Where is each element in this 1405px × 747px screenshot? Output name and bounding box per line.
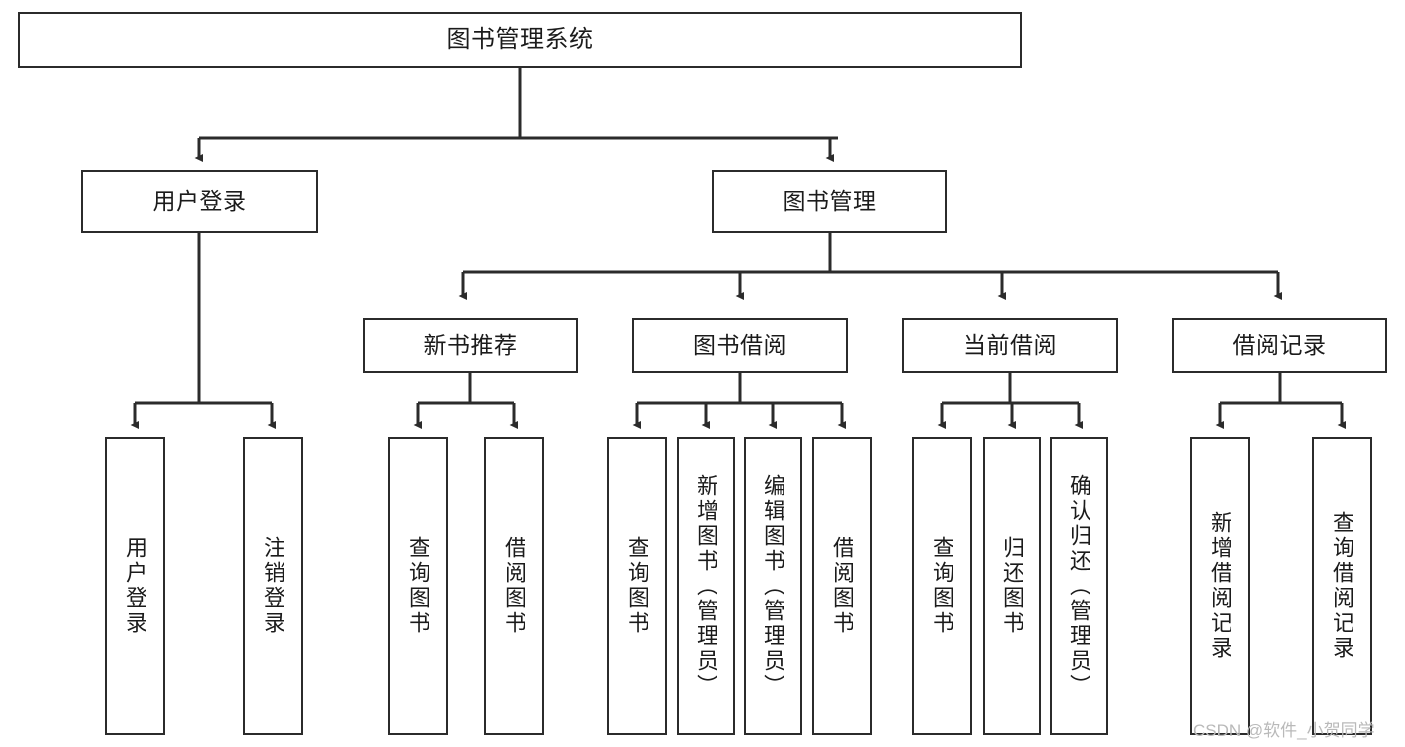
node-leaf-query-book-2[interactable]: 查询图书 <box>607 437 667 735</box>
node-leaf-logout-login[interactable]: 注销登录 <box>243 437 303 735</box>
node-new-book-recommend-label: 新书推荐 <box>423 331 518 358</box>
node-leaf-query-book-2-label: 查询图书 <box>626 536 648 636</box>
node-user-login-label: 用户登录 <box>152 187 247 214</box>
node-leaf-query-book-3[interactable]: 查询图书 <box>912 437 972 735</box>
node-leaf-query-book-1-label: 查询图书 <box>407 536 429 636</box>
node-borrow-record[interactable]: 借阅记录 <box>1172 318 1387 373</box>
node-leaf-borrow-book-2-label: 借阅图书 <box>831 536 853 636</box>
node-book-manage[interactable]: 图书管理 <box>712 170 947 233</box>
node-leaf-user-login-label: 用户登录 <box>124 536 146 636</box>
node-leaf-borrow-book-2[interactable]: 借阅图书 <box>812 437 872 735</box>
node-leaf-edit-book-admin-label: 编辑图书（管理员） <box>762 473 784 699</box>
node-root-label: 图书管理系统 <box>446 25 594 53</box>
node-leaf-add-book-admin[interactable]: 新增图书（管理员） <box>677 437 735 735</box>
node-current-borrow-label: 当前借阅 <box>963 331 1057 358</box>
node-leaf-query-borrow-record-label: 查询借阅记录 <box>1331 511 1353 661</box>
node-leaf-return-book-label: 归还图书 <box>1001 536 1023 636</box>
node-leaf-edit-book-admin[interactable]: 编辑图书（管理员） <box>744 437 802 735</box>
node-new-book-recommend[interactable]: 新书推荐 <box>363 318 578 373</box>
node-root[interactable]: 图书管理系统 <box>18 12 1022 68</box>
node-leaf-add-borrow-record[interactable]: 新增借阅记录 <box>1190 437 1250 735</box>
node-leaf-add-borrow-record-label: 新增借阅记录 <box>1209 511 1231 661</box>
node-leaf-logout-login-label: 注销登录 <box>262 536 284 636</box>
node-book-borrow[interactable]: 图书借阅 <box>632 318 848 373</box>
node-leaf-borrow-book-1-label: 借阅图书 <box>503 536 525 636</box>
node-user-login[interactable]: 用户登录 <box>81 170 318 233</box>
node-current-borrow[interactable]: 当前借阅 <box>902 318 1118 373</box>
watermark-text: CSDN @软件_小贺同学 <box>1193 721 1375 740</box>
node-leaf-query-book-3-label: 查询图书 <box>931 536 953 636</box>
node-leaf-borrow-book-1[interactable]: 借阅图书 <box>484 437 544 735</box>
node-book-borrow-label: 图书借阅 <box>693 331 787 358</box>
node-leaf-query-book-1[interactable]: 查询图书 <box>388 437 448 735</box>
node-leaf-confirm-return-admin-label: 确认归还（管理员） <box>1068 473 1090 699</box>
node-book-manage-label: 图书管理 <box>782 187 877 214</box>
node-leaf-user-login[interactable]: 用户登录 <box>105 437 165 735</box>
node-leaf-return-book[interactable]: 归还图书 <box>983 437 1041 735</box>
node-leaf-query-borrow-record[interactable]: 查询借阅记录 <box>1312 437 1372 735</box>
node-leaf-confirm-return-admin[interactable]: 确认归还（管理员） <box>1050 437 1108 735</box>
node-leaf-add-book-admin-label: 新增图书（管理员） <box>695 473 717 699</box>
node-borrow-record-label: 借阅记录 <box>1232 331 1327 358</box>
